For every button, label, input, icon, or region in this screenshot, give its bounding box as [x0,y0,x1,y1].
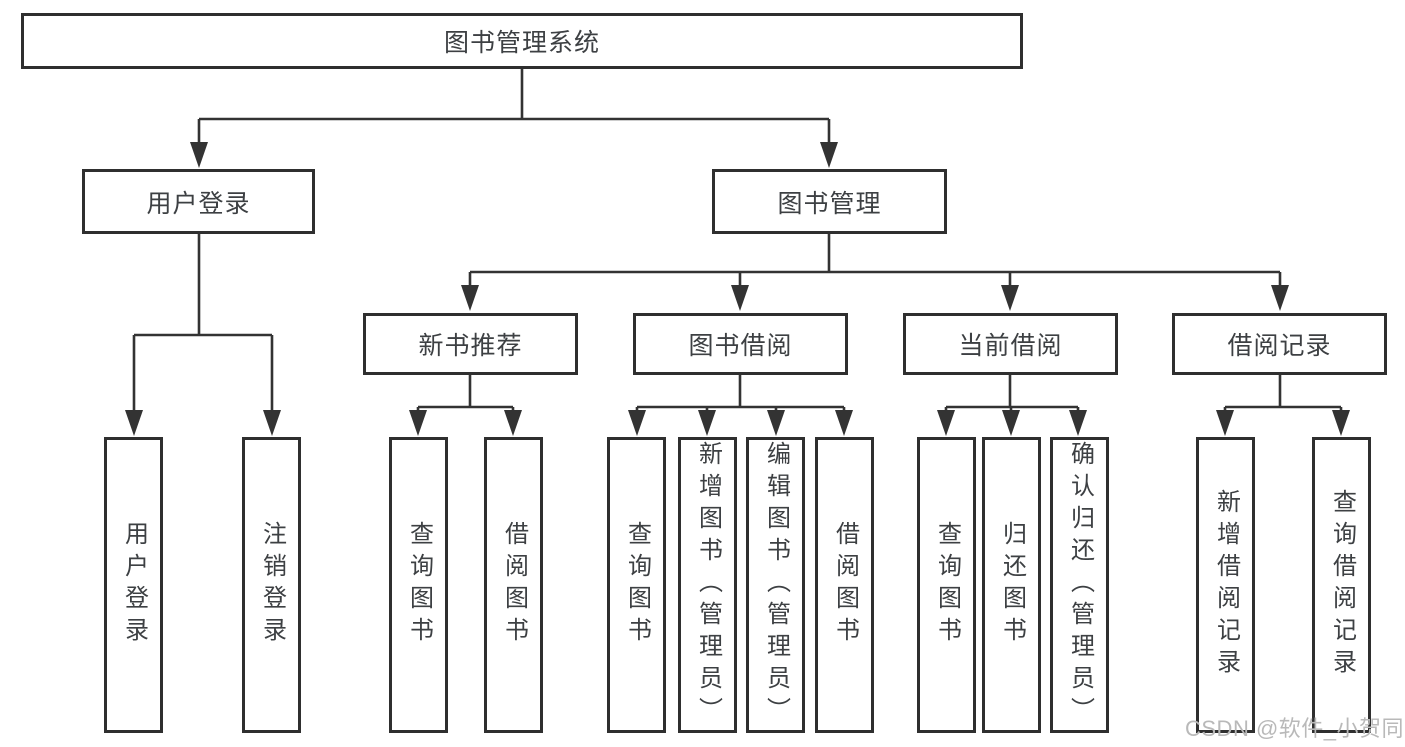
node-label: 图书管理系统 [443,29,600,57]
node-user-login: 用户登录 [82,169,315,234]
node-label: 借阅记录 [1227,332,1332,360]
csdn-watermark: CSDN @软件_小贺同学 [1185,716,1405,741]
node-book-borrow: 图书借阅 [633,313,848,375]
leaf-add-book-admin: 新增图书（管理员） [678,437,737,733]
node-current-borrow: 当前借阅 [903,313,1118,375]
leaf-label: 查询图书 [623,521,651,649]
leaf-label: 借阅图书 [500,521,528,649]
leaf-logout-login: 注销登录 [242,437,301,733]
leaf-user-login: 用户登录 [104,437,163,733]
leaf-label: 编辑图书（管理员） [762,441,790,729]
leaf-label: 注销登录 [258,521,286,649]
node-label: 当前借阅 [958,332,1063,360]
node-label: 新书推荐 [418,332,523,360]
leaf-label: 查询借阅记录 [1328,489,1356,681]
node-system-root: 图书管理系统 [21,13,1023,69]
leaf-borrow-books-borrow: 借阅图书 [815,437,874,733]
node-book-management: 图书管理 [712,169,947,234]
leaf-label: 确认归还（管理员） [1066,441,1094,729]
leaf-query-borrow-record: 查询借阅记录 [1312,437,1371,733]
leaf-label: 查询图书 [405,521,433,649]
leaf-label: 归还图书 [998,521,1026,649]
node-label: 用户登录 [146,189,251,218]
node-label: 图书管理 [777,189,882,218]
leaf-query-books-recommend: 查询图书 [389,437,448,733]
leaf-label: 新增图书（管理员） [694,441,722,729]
leaf-label: 借阅图书 [831,521,859,649]
node-new-book-recommend: 新书推荐 [363,313,578,375]
leaf-label: 用户登录 [120,521,148,649]
leaf-query-books-borrow: 查询图书 [607,437,666,733]
leaf-add-borrow-record: 新增借阅记录 [1196,437,1255,733]
leaf-query-books-current: 查询图书 [917,437,976,733]
leaf-confirm-return-admin: 确认归还（管理员） [1050,437,1109,733]
leaf-label: 新增借阅记录 [1212,489,1240,681]
leaf-return-books: 归还图书 [982,437,1041,733]
leaf-label: 查询图书 [933,521,961,649]
leaf-edit-book-admin: 编辑图书（管理员） [746,437,805,733]
leaf-borrow-books-recommend: 借阅图书 [484,437,543,733]
node-borrow-record: 借阅记录 [1172,313,1387,375]
node-label: 图书借阅 [688,332,793,360]
